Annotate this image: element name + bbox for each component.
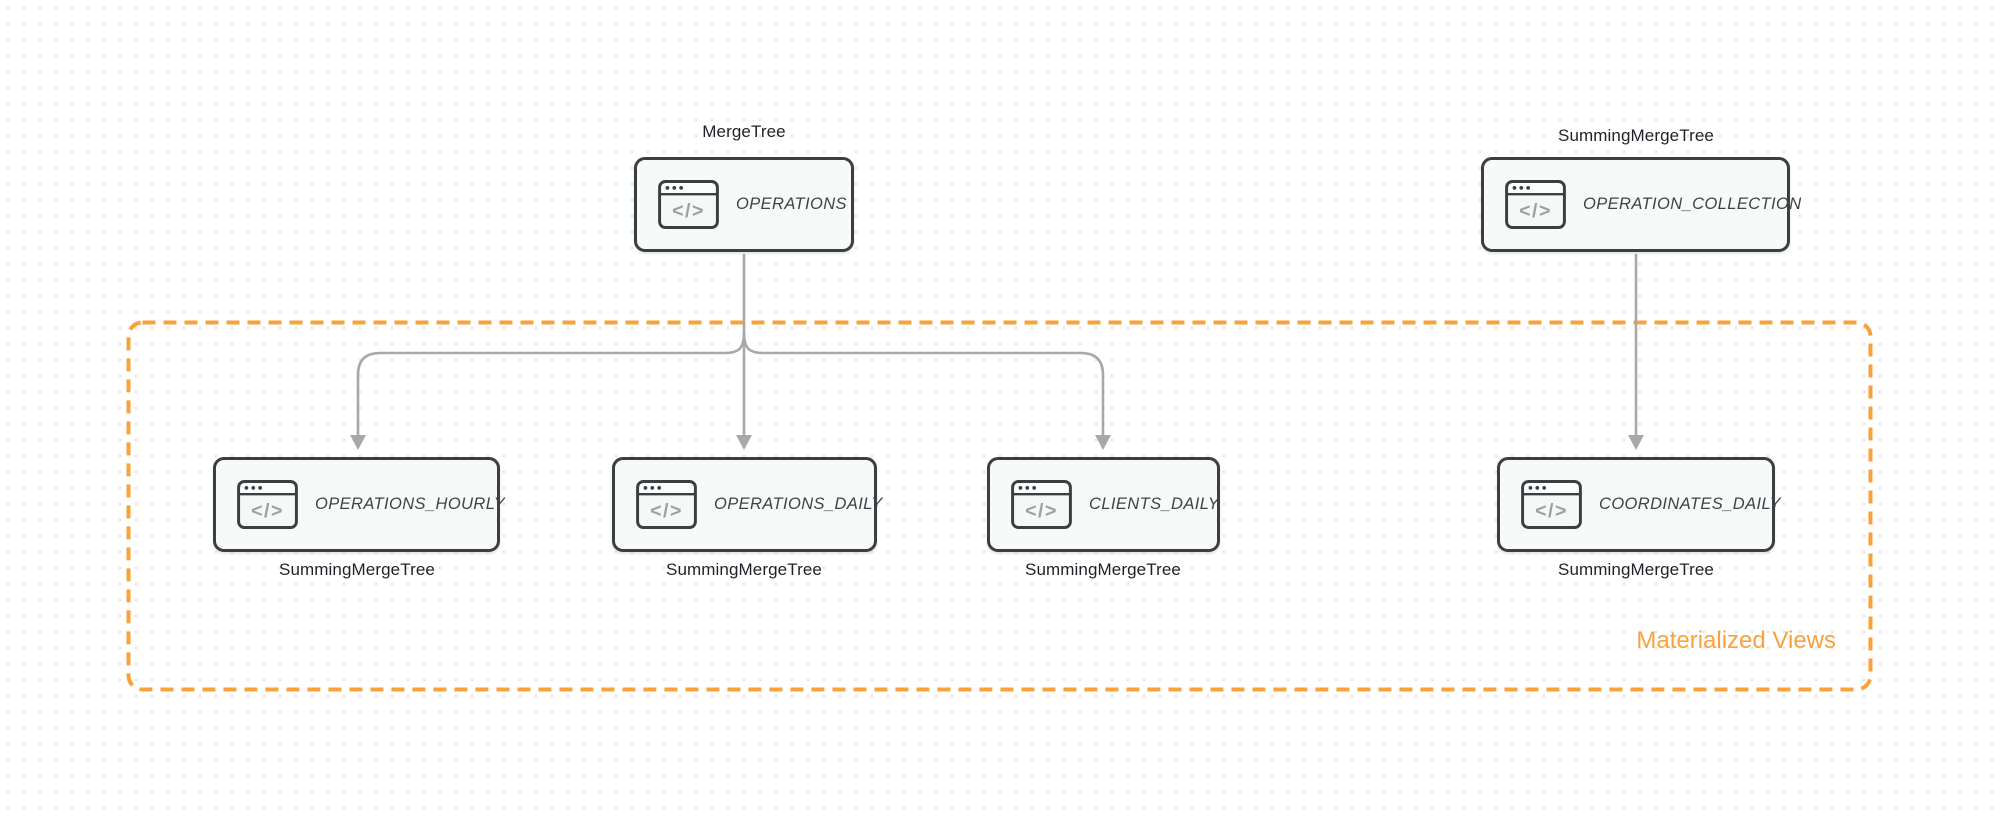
node-operations[interactable]: </> OPERATIONS <box>634 157 854 252</box>
code-window-icon: </> <box>636 480 697 529</box>
arrowhead-icon <box>1095 435 1111 450</box>
code-window-icon: </> <box>1505 180 1566 229</box>
node-title: COORDINATES_DAILY <box>1599 495 1781 513</box>
node-coordinates-daily[interactable]: </> COORDINATES_DAILY <box>1497 457 1781 552</box>
node-clients-daily[interactable]: </> CLIENTS_DAILY <box>987 457 1220 552</box>
engine-label-clients-daily: SummingMergeTree <box>1025 560 1181 579</box>
engine-label-operations-hourly: SummingMergeTree <box>279 560 435 579</box>
node-title: OPERATIONS_DAILY <box>714 495 883 513</box>
engine-label-coordinates-daily: SummingMergeTree <box>1558 560 1714 579</box>
engine-label-operations: MergeTree <box>702 122 786 141</box>
code-glyph: </> <box>672 200 705 222</box>
code-glyph: </> <box>1535 500 1568 522</box>
engine-label-operations-daily: SummingMergeTree <box>666 560 822 579</box>
node-title: CLIENTS_DAILY <box>1089 495 1220 513</box>
edge-operations-to-clients-daily <box>742 332 1105 436</box>
code-glyph: </> <box>650 500 683 522</box>
node-operations-daily[interactable]: </> OPERATIONS_DAILY <box>612 457 882 552</box>
arrowhead-icon <box>350 435 366 450</box>
node-title: OPERATIONS <box>736 195 847 213</box>
materialized-views-group-label: Materialized Views <box>1636 627 1836 654</box>
edge-operations-to-operations-hourly <box>356 332 746 436</box>
code-glyph: </> <box>251 500 284 522</box>
code-glyph: </> <box>1025 500 1058 522</box>
arrowhead-icon <box>1628 435 1644 450</box>
code-window-icon: </> <box>237 480 298 529</box>
code-window-icon: </> <box>1011 480 1072 529</box>
code-glyph: </> <box>1519 200 1552 222</box>
node-operation-collection[interactable]: </> OPERATION_COLLECTION <box>1481 157 1801 252</box>
materialized-views-group-border <box>126 320 1873 692</box>
code-window-icon: </> <box>658 180 719 229</box>
node-title: OPERATIONS_HOURLY <box>315 495 506 513</box>
code-window-icon: </> <box>1521 480 1582 529</box>
node-operations-hourly[interactable]: </> OPERATIONS_HOURLY <box>213 457 505 552</box>
engine-label-operation-collection: SummingMergeTree <box>1558 126 1714 145</box>
arrowhead-icon <box>736 435 752 450</box>
node-title: OPERATION_COLLECTION <box>1583 195 1802 213</box>
